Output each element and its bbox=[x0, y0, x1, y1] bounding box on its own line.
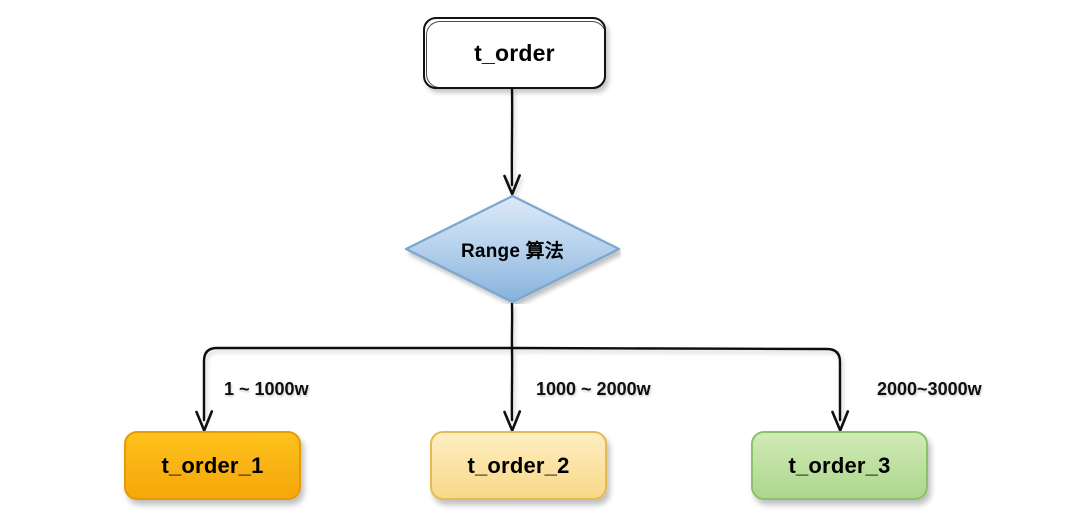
edge-label-range-3: 2000~3000w bbox=[877, 379, 982, 399]
arrowhead-to-t-order-3 bbox=[831, 410, 850, 432]
edge-root-to-decision bbox=[503, 87, 521, 196]
edge-arrowheads bbox=[195, 410, 850, 432]
node-range-algorithm[interactable]: Range 算法 bbox=[404, 194, 621, 304]
node-t-order-3-label: t_order_3 bbox=[788, 452, 891, 478]
node-t-order[interactable]: t_order bbox=[423, 17, 606, 89]
diamond-shape bbox=[404, 194, 621, 304]
node-t-order-2[interactable]: t_order_2 bbox=[430, 431, 607, 500]
edge-label-range-1: 1 ~ 1000w bbox=[224, 379, 309, 399]
node-t-order-2-label: t_order_2 bbox=[467, 452, 570, 478]
node-t-order-3[interactable]: t_order_3 bbox=[751, 431, 928, 500]
arrowhead-to-t-order-2 bbox=[503, 410, 522, 432]
node-t-order-label: t_order bbox=[474, 39, 555, 66]
node-t-order-1[interactable]: t_order_1 bbox=[124, 431, 301, 500]
edge-label-range-2: 1000 ~ 2000w bbox=[536, 379, 651, 399]
edge-bus-from-decision bbox=[202, 302, 842, 422]
arrowhead-to-t-order-1 bbox=[195, 410, 214, 432]
node-t-order-1-label: t_order_1 bbox=[161, 452, 264, 478]
